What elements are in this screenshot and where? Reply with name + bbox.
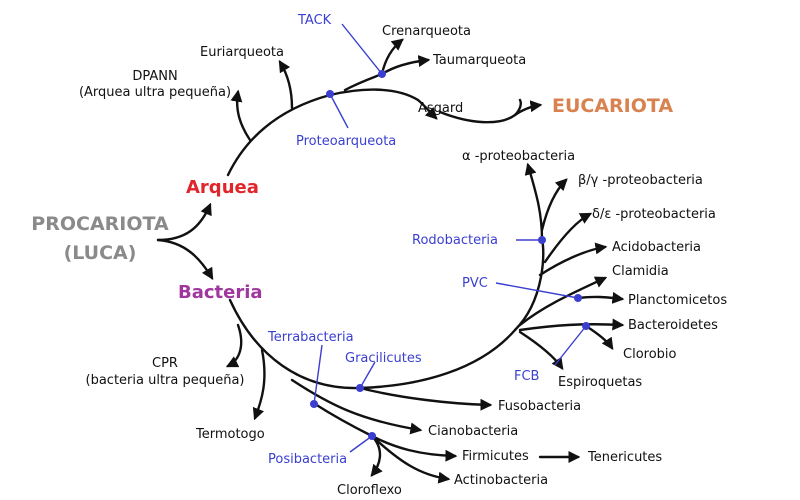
group-terrabacteria: Terrabacteria [267, 330, 354, 345]
node-tack [378, 70, 386, 78]
group-proteoarchaeota: Proteoarqueota [296, 134, 396, 149]
archaea-backbone [226, 88, 420, 177]
taxon-chlamydia: Clamidia [612, 264, 669, 279]
branch-chloroflexi [370, 434, 383, 477]
root-label-line2: (LUCA) [64, 242, 137, 264]
group-pointers [310, 23, 590, 453]
branch-bacteroidetes [518, 318, 625, 332]
branch-actinobacteria [370, 434, 451, 484]
bacteria-branches [225, 162, 625, 484]
pointer-posibacteria [349, 435, 373, 453]
branch-chlamydia [518, 276, 608, 327]
branch-beta-gamma [540, 178, 568, 232]
branch-spirochaetes [518, 330, 564, 370]
taxon-thermotogae: Termotogo [195, 427, 265, 442]
taxon-delta-epsilon-proteobacteria: δ/ε -proteobacteria [592, 207, 716, 222]
branch-delta-epsilon [543, 212, 593, 264]
branch-dpann [230, 89, 252, 142]
archaea-label: Arquea [186, 177, 259, 198]
branch-tack [343, 72, 384, 92]
node-pvc [574, 294, 582, 302]
root-branches [156, 202, 214, 281]
pointer-gracilicutes [359, 361, 376, 389]
taxon-cpr-note: (bacteria ultra pequeña) [86, 373, 245, 388]
branch-thermotogae [252, 348, 266, 421]
group-gracilicutes: Gracilicutes [345, 351, 422, 366]
group-pvc: PVC [462, 276, 488, 291]
pointer-tack [341, 23, 383, 75]
taxon-chloroflexi: Cloroflexo [337, 483, 402, 498]
pointer-pvc [495, 282, 579, 299]
branch-thaumarchaeota [380, 55, 431, 76]
taxon-tenericutes: Tenericutes [587, 450, 662, 465]
taxon-crenarchaeota: Crenarqueota [382, 24, 471, 39]
taxon-actinobacteria: Actinobacteria [454, 473, 548, 488]
branch-planctomycetes [576, 291, 625, 304]
group-fcb: FCB [514, 369, 539, 384]
taxon-beta-gamma-proteobacteria: β/γ -proteobacteria [578, 173, 703, 188]
group-rhodobacteria: Rodobacteria [412, 233, 498, 248]
node-rhodobacteria [538, 236, 546, 244]
taxon-planctomycetes: Planctomicetos [628, 293, 727, 308]
node-posibacteria [368, 432, 376, 440]
pointer-fcb [554, 325, 587, 366]
pointer-terrabacteria [313, 344, 323, 405]
taxon-spirochaetes: Espiroquetas [558, 375, 642, 390]
branch-firmicutes [370, 434, 458, 462]
taxon-firmicutes: Firmicutes [462, 449, 529, 464]
taxon-fusobacteria: Fusobacteria [498, 399, 581, 414]
taxon-acidobacteria: Acidobacteria [612, 240, 701, 255]
node-terrabacteria [310, 400, 318, 408]
branch-cyanobacteria [290, 378, 423, 435]
branch-chlorobi [584, 324, 614, 350]
branch-alpha [524, 162, 544, 242]
branch-to-archaea [156, 202, 212, 242]
branch-cpr [225, 323, 243, 368]
taxon-cyanobacteria: Cianobacteria [428, 424, 518, 439]
group-posibacteria: Posibacteria [268, 452, 347, 467]
group-tack: TACK [297, 13, 332, 28]
bacteria-backbone [228, 238, 545, 390]
node-gracilicutes [356, 384, 364, 392]
eukarya-label: EUCARIOTA [552, 95, 673, 117]
taxon-asgard: Asgard [418, 101, 463, 116]
bacteria-label: Bacteria [178, 282, 263, 303]
branch-acidobacteria [538, 242, 608, 277]
node-proteoarchaeota [326, 90, 334, 98]
taxon-chlorobi: Clorobio [623, 347, 677, 362]
taxon-dpann-note: (Arquea ultra pequeña) [79, 85, 231, 100]
taxon-alpha-proteobacteria: α -proteobacteria [462, 149, 575, 164]
root-label-line1: PROCARIOTA [31, 213, 169, 235]
branch-posibacteria [313, 402, 374, 438]
pointer-proteoarchaeota [329, 93, 349, 129]
branch-eukarya [513, 100, 543, 117]
node-fcb [582, 322, 590, 330]
branch-euryarchaeota [278, 59, 294, 110]
taxon-cpr: CPR [152, 356, 178, 371]
taxon-thaumarchaeota: Taumarqueota [432, 53, 526, 68]
branch-fusobacteria [358, 386, 493, 411]
branch-to-bacteria [156, 238, 214, 281]
taxon-bacteroidetes: Bacteroidetes [628, 318, 718, 333]
branch-asgard [416, 98, 438, 120]
taxon-euryarchaeota: Euriarqueota [200, 45, 284, 60]
taxon-dpann: DPANN [132, 69, 177, 84]
